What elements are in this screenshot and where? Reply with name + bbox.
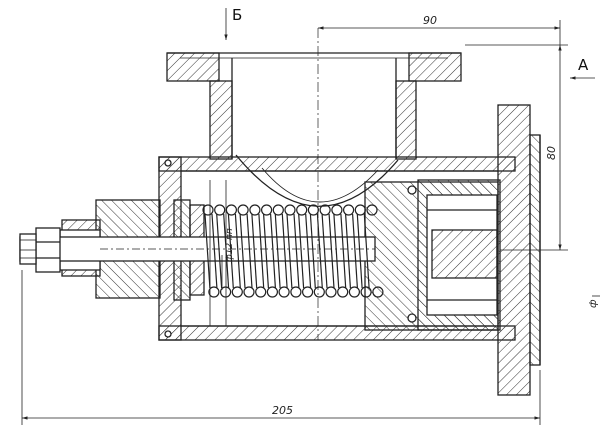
spring-coil-bottom <box>325 286 337 298</box>
spring-coil-bottom <box>313 286 325 298</box>
spring-coil-top <box>261 204 273 216</box>
spring-coil-side <box>333 213 340 289</box>
spring-coil-top <box>202 204 214 216</box>
spring-coil-top <box>296 204 308 216</box>
spring-coil-side <box>298 213 305 289</box>
top-flange-right <box>408 52 462 82</box>
spring-coil-bottom <box>231 286 243 298</box>
view-marker-top: Б <box>232 6 242 24</box>
spring-coil-side <box>345 213 351 289</box>
spring-coil-side <box>211 213 218 289</box>
spring-coil-top <box>225 204 237 216</box>
spring-coil-side <box>239 213 246 289</box>
spring-coil-side <box>286 213 293 289</box>
stem-nut <box>35 227 61 273</box>
spring-coil-top <box>249 204 261 216</box>
spring-coil-bottom <box>278 286 290 298</box>
spring-coil-top <box>343 204 355 216</box>
spring-coil-side <box>316 213 323 289</box>
spring-coil-side <box>274 213 281 289</box>
spring-coil-top <box>354 204 366 216</box>
view-marker-side: А <box>578 56 589 74</box>
spring-coil-bottom <box>243 286 255 298</box>
spring-coil-side <box>204 213 211 289</box>
spring-coil-top <box>237 204 249 216</box>
spring-coil-side <box>227 213 234 289</box>
compression-spring <box>202 204 384 298</box>
spring-coil-bottom <box>290 286 302 298</box>
dim-top-offset: 90 <box>423 14 437 27</box>
spring-coil-top <box>284 204 296 216</box>
spring-coil-bottom <box>220 286 232 298</box>
top-flange-left <box>166 52 220 82</box>
spring-coil-top <box>319 204 331 216</box>
drawing-body <box>19 28 541 396</box>
spring-coil-side <box>246 213 253 289</box>
spring-coil-bottom <box>255 286 267 298</box>
valve-saddle <box>235 154 399 207</box>
dim-right-height: 80 <box>545 146 558 160</box>
spring-coil-side <box>234 213 241 289</box>
spring-coil-top <box>307 204 319 216</box>
spring-coil-side <box>305 213 312 289</box>
spring-coil-bottom <box>337 286 349 298</box>
spring-coil-bottom <box>208 286 220 298</box>
spring-coil-side <box>270 213 276 289</box>
spring-coil-side <box>356 213 363 289</box>
spring-coil-side <box>309 213 316 289</box>
spring-coil-top <box>366 204 378 216</box>
spring-coil-bottom <box>266 286 278 298</box>
spring-coil-side <box>352 213 358 289</box>
spring-coil-bottom <box>348 286 360 298</box>
spring-coil-side <box>293 213 300 289</box>
dim-spring-wire: ф12 пп <box>225 228 235 262</box>
spring-coil-side <box>328 213 335 289</box>
spring-coil-top <box>214 204 226 216</box>
spring-coil-side <box>281 213 288 289</box>
inlet-wall-right <box>395 80 417 160</box>
spring-coil-side <box>251 213 258 289</box>
spring-coil-side <box>216 213 223 289</box>
spring-coil-side <box>258 213 265 289</box>
spring-coil-bottom <box>360 286 372 298</box>
spring-coil-top <box>331 204 343 216</box>
housing-top-wall <box>158 156 516 172</box>
spring-coil-bottom <box>302 286 314 298</box>
spring-coil-bottom <box>372 286 384 298</box>
spring-coil-side <box>321 213 328 289</box>
spring-coil-side <box>263 213 269 289</box>
spring-coil-side <box>363 213 370 289</box>
dim-edge-diameter: ф <box>588 299 599 308</box>
spring-coil-top <box>272 204 284 216</box>
inlet-wall-left <box>209 80 233 160</box>
spring-coil-side <box>340 213 347 289</box>
spring-coil-side <box>223 213 230 289</box>
dimensions <box>21 8 600 425</box>
dim-overall-length: 205 <box>272 404 293 417</box>
